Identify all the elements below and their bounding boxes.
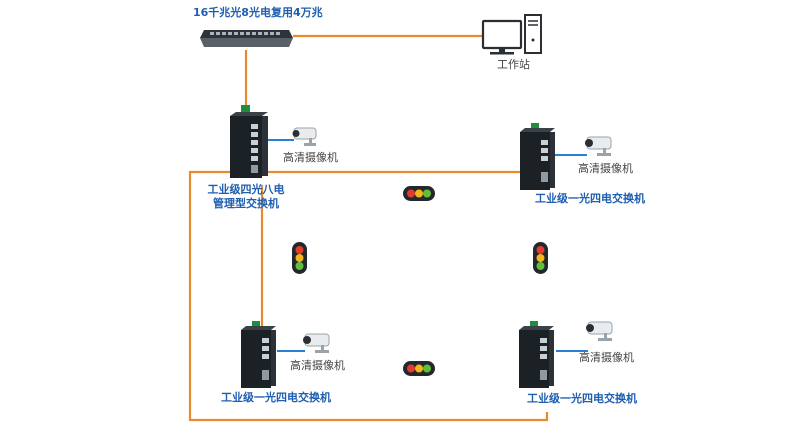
- ring-fiber-link: [188, 170, 549, 422]
- camera-top-right-label: 高清摄像机: [578, 162, 633, 175]
- camera-bottom-right-label: 高清摄像机: [579, 351, 634, 364]
- camera-bottom-right-icon: [586, 321, 613, 341]
- switch-top-right-icon: [520, 123, 555, 190]
- traffic-light-top-icon: [403, 186, 435, 201]
- rack-switch-icon: [200, 30, 293, 47]
- main-switch-label-line1: 工业级四光八电: [207, 183, 285, 196]
- switch-bottom-right-icon: [519, 321, 554, 388]
- switch-bottom-right-label: 工业级一光四电交换机: [527, 392, 637, 405]
- camera-main-label: 高清摄像机: [283, 151, 338, 164]
- main-industrial-switch-icon: [230, 105, 268, 178]
- camera-bottom-left-label: 高清摄像机: [290, 359, 345, 372]
- desktop-computer-icon: [481, 14, 542, 55]
- traffic-light-right-icon: [533, 242, 548, 274]
- traffic-light-bottom-icon: [403, 361, 435, 376]
- camera-top-right-icon: [585, 136, 612, 156]
- switch-top-right-label: 工业级一光四电交换机: [535, 192, 645, 205]
- fiber-links: [188, 34, 549, 422]
- camera-main-icon: [292, 127, 317, 146]
- main-switch-label-line2: 管理型交换机: [213, 197, 279, 210]
- traffic-light-left-icon: [292, 242, 307, 274]
- switch-bottom-left-icon: [241, 321, 276, 388]
- switch-bottom-left-label: 工业级一光四电交换机: [221, 391, 331, 404]
- camera-links: [268, 139, 588, 352]
- multiplexer-label: 16千兆光8光电复用4万兆: [193, 6, 323, 19]
- workstation-label: 工作站: [497, 58, 530, 71]
- camera-bottom-left-icon: [303, 333, 330, 353]
